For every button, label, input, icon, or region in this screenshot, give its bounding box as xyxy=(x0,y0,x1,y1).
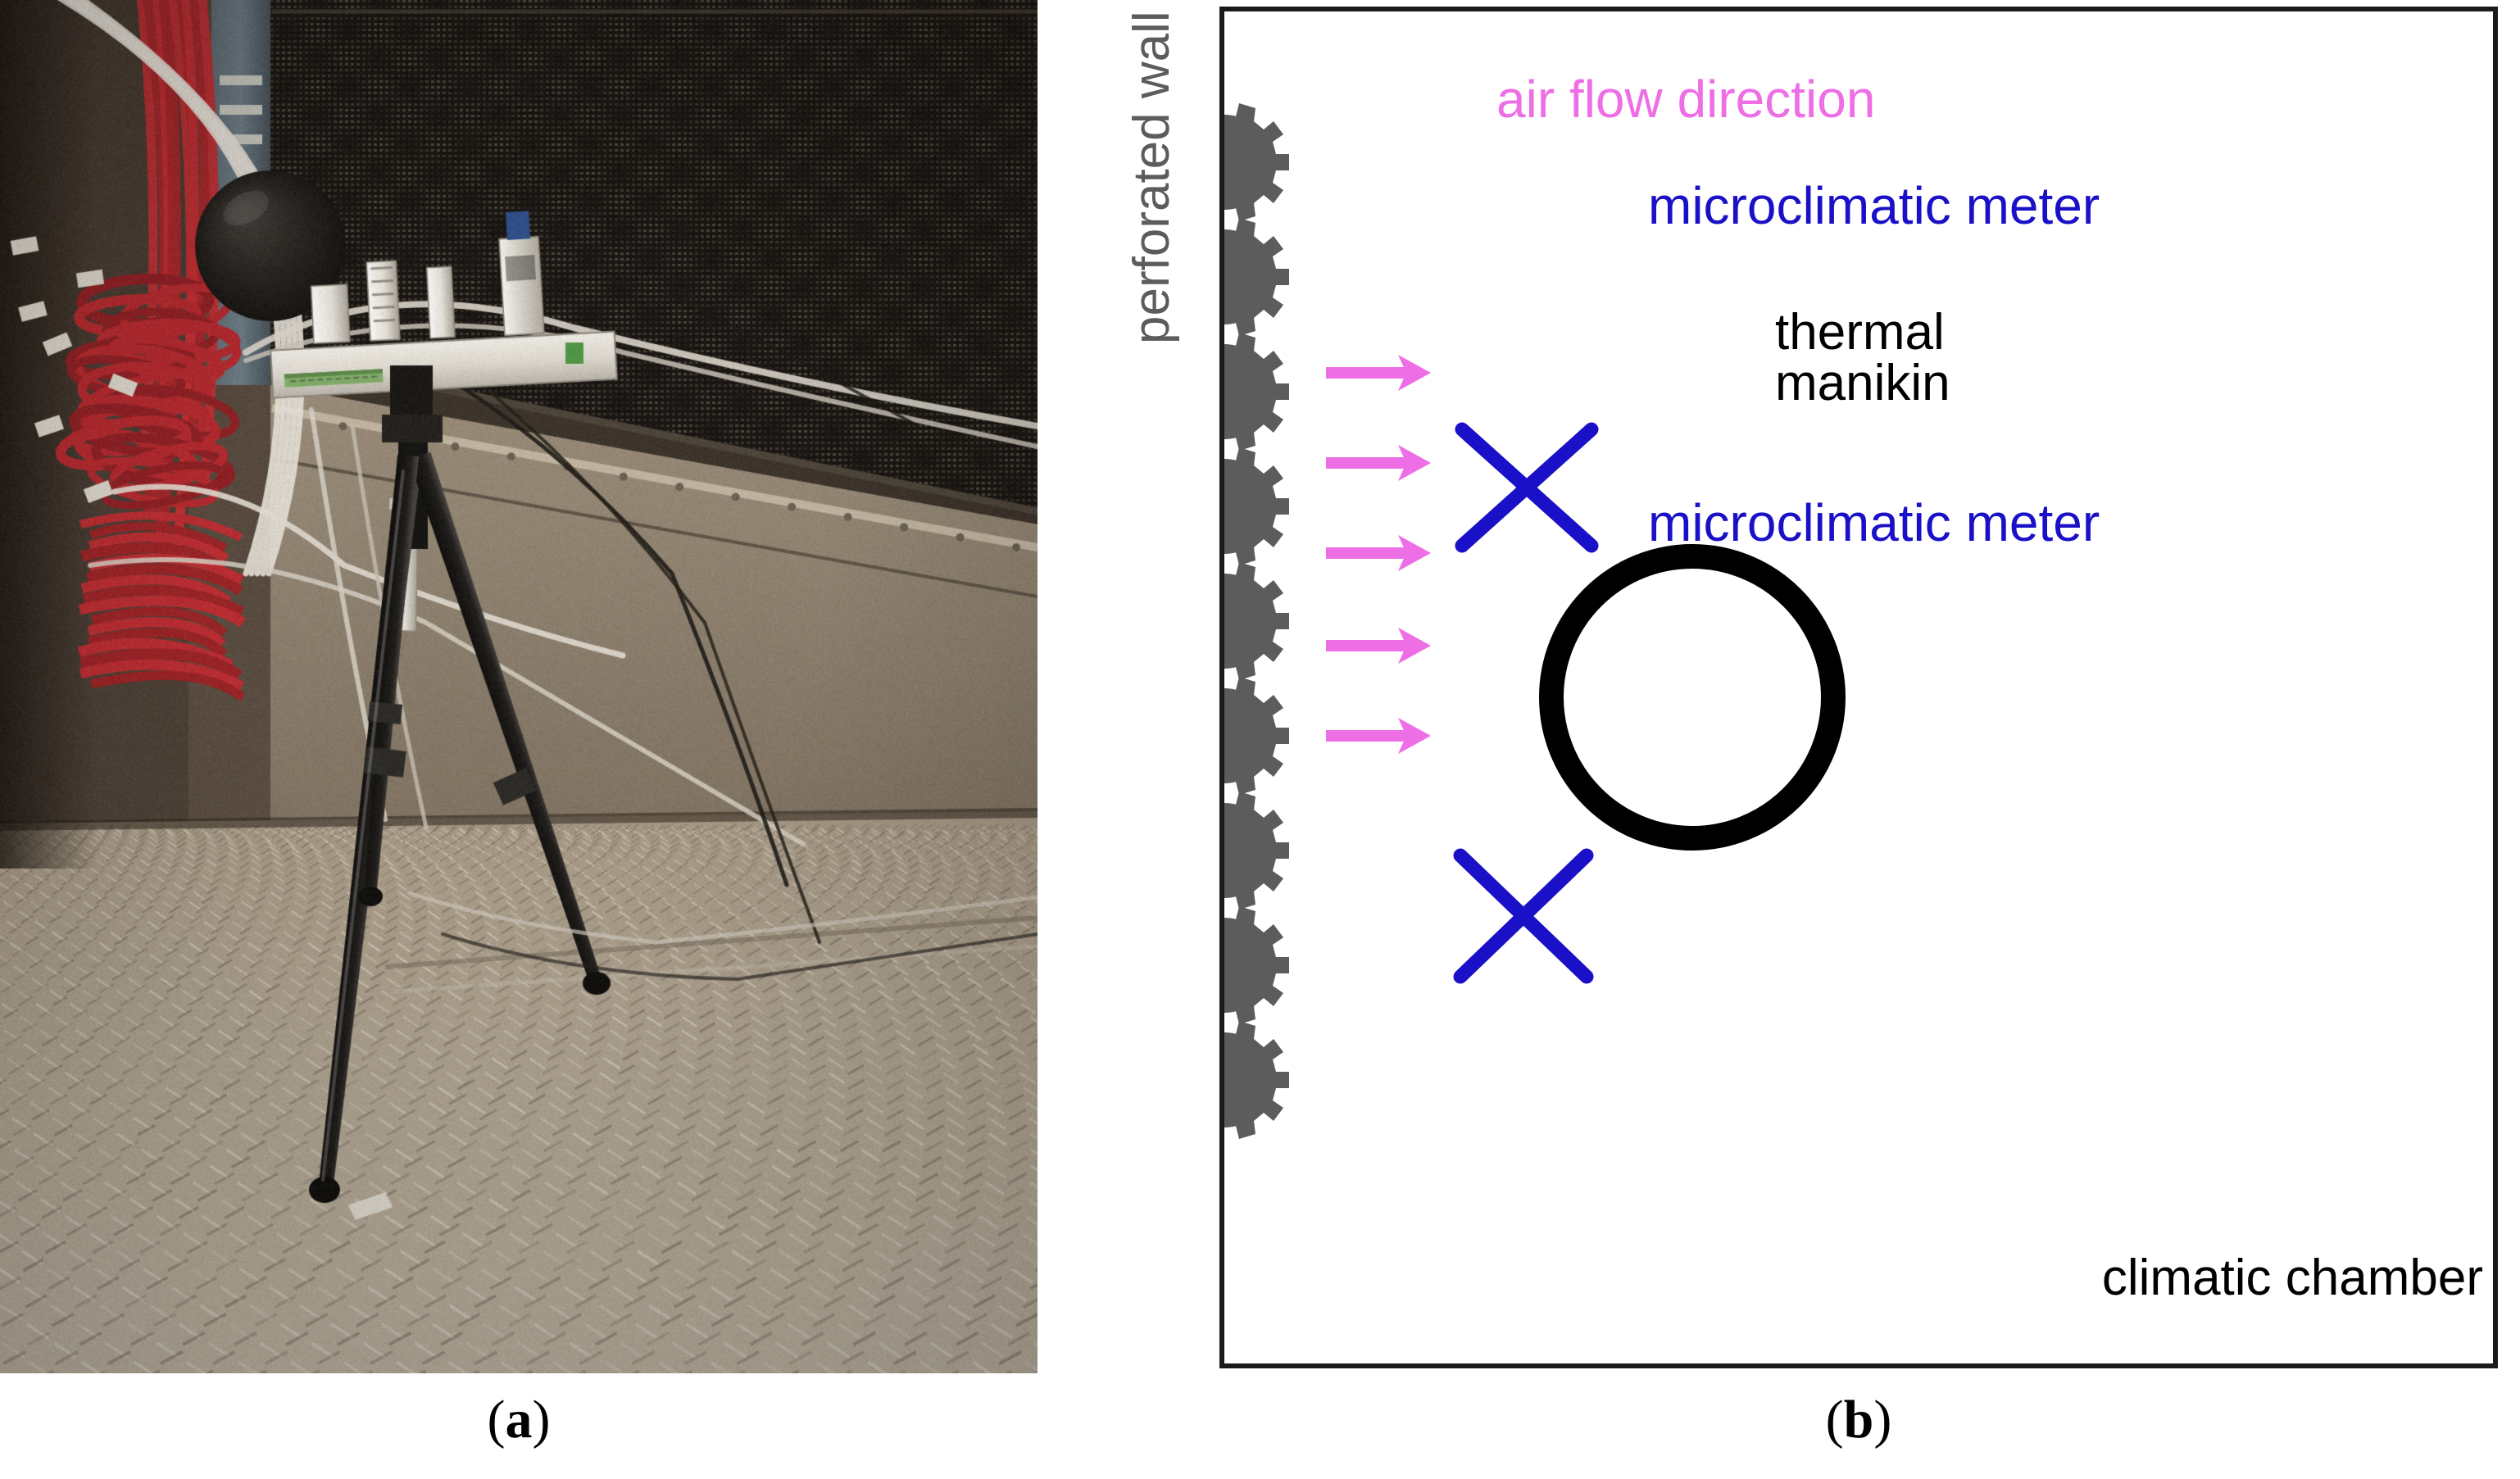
air-flow-arrow-1 xyxy=(1326,355,1431,391)
air-flow-arrow-4 xyxy=(1326,628,1431,664)
caption-a-open-paren: ( xyxy=(487,1390,506,1450)
caption-a-letter: a xyxy=(505,1390,533,1450)
panel-b-caption: (b) xyxy=(1219,1393,2498,1447)
panel-b-schematic: air flow direction microclimatic meter t… xyxy=(1219,7,2498,1368)
schematic-diagram: air flow direction microclimatic meter t… xyxy=(1224,70,2483,1306)
air-flow-arrow-group xyxy=(1326,355,1431,754)
climatic-chamber-photo xyxy=(0,0,1038,1373)
air-flow-direction-label: air flow direction xyxy=(1496,70,1875,129)
caption-b-open-paren: ( xyxy=(1825,1390,1844,1450)
climatic-chamber-label: climatic chamber xyxy=(2102,1250,2483,1306)
microclimatic-meter-marker-lower xyxy=(1453,848,1594,984)
panel-a-photograph xyxy=(0,0,1038,1373)
air-flow-arrow-3 xyxy=(1326,535,1431,571)
thermal-manikin-label-line2: manikin xyxy=(1775,355,1950,411)
thermal-manikin-circle xyxy=(1539,544,1846,851)
caption-b-close-paren: ) xyxy=(1873,1390,1892,1450)
caption-b-letter: b xyxy=(1843,1390,1874,1450)
perforated-wall-pattern xyxy=(1224,103,1289,1139)
microclimatic-meter-marker-upper xyxy=(1455,422,1599,553)
perforated-wall-label: perforated wall xyxy=(1124,11,1180,344)
panel-a-caption: (a) xyxy=(0,1393,1038,1447)
thermal-manikin-label-line1: thermal xyxy=(1775,304,1945,361)
air-flow-arrow-2 xyxy=(1326,445,1431,481)
microclimatic-meter-label-upper: microclimatic meter xyxy=(1648,176,2100,235)
microclimatic-meter-label-lower: microclimatic meter xyxy=(1648,493,2100,552)
caption-a-close-paren: ) xyxy=(532,1390,551,1450)
air-flow-arrow-5 xyxy=(1326,718,1431,754)
